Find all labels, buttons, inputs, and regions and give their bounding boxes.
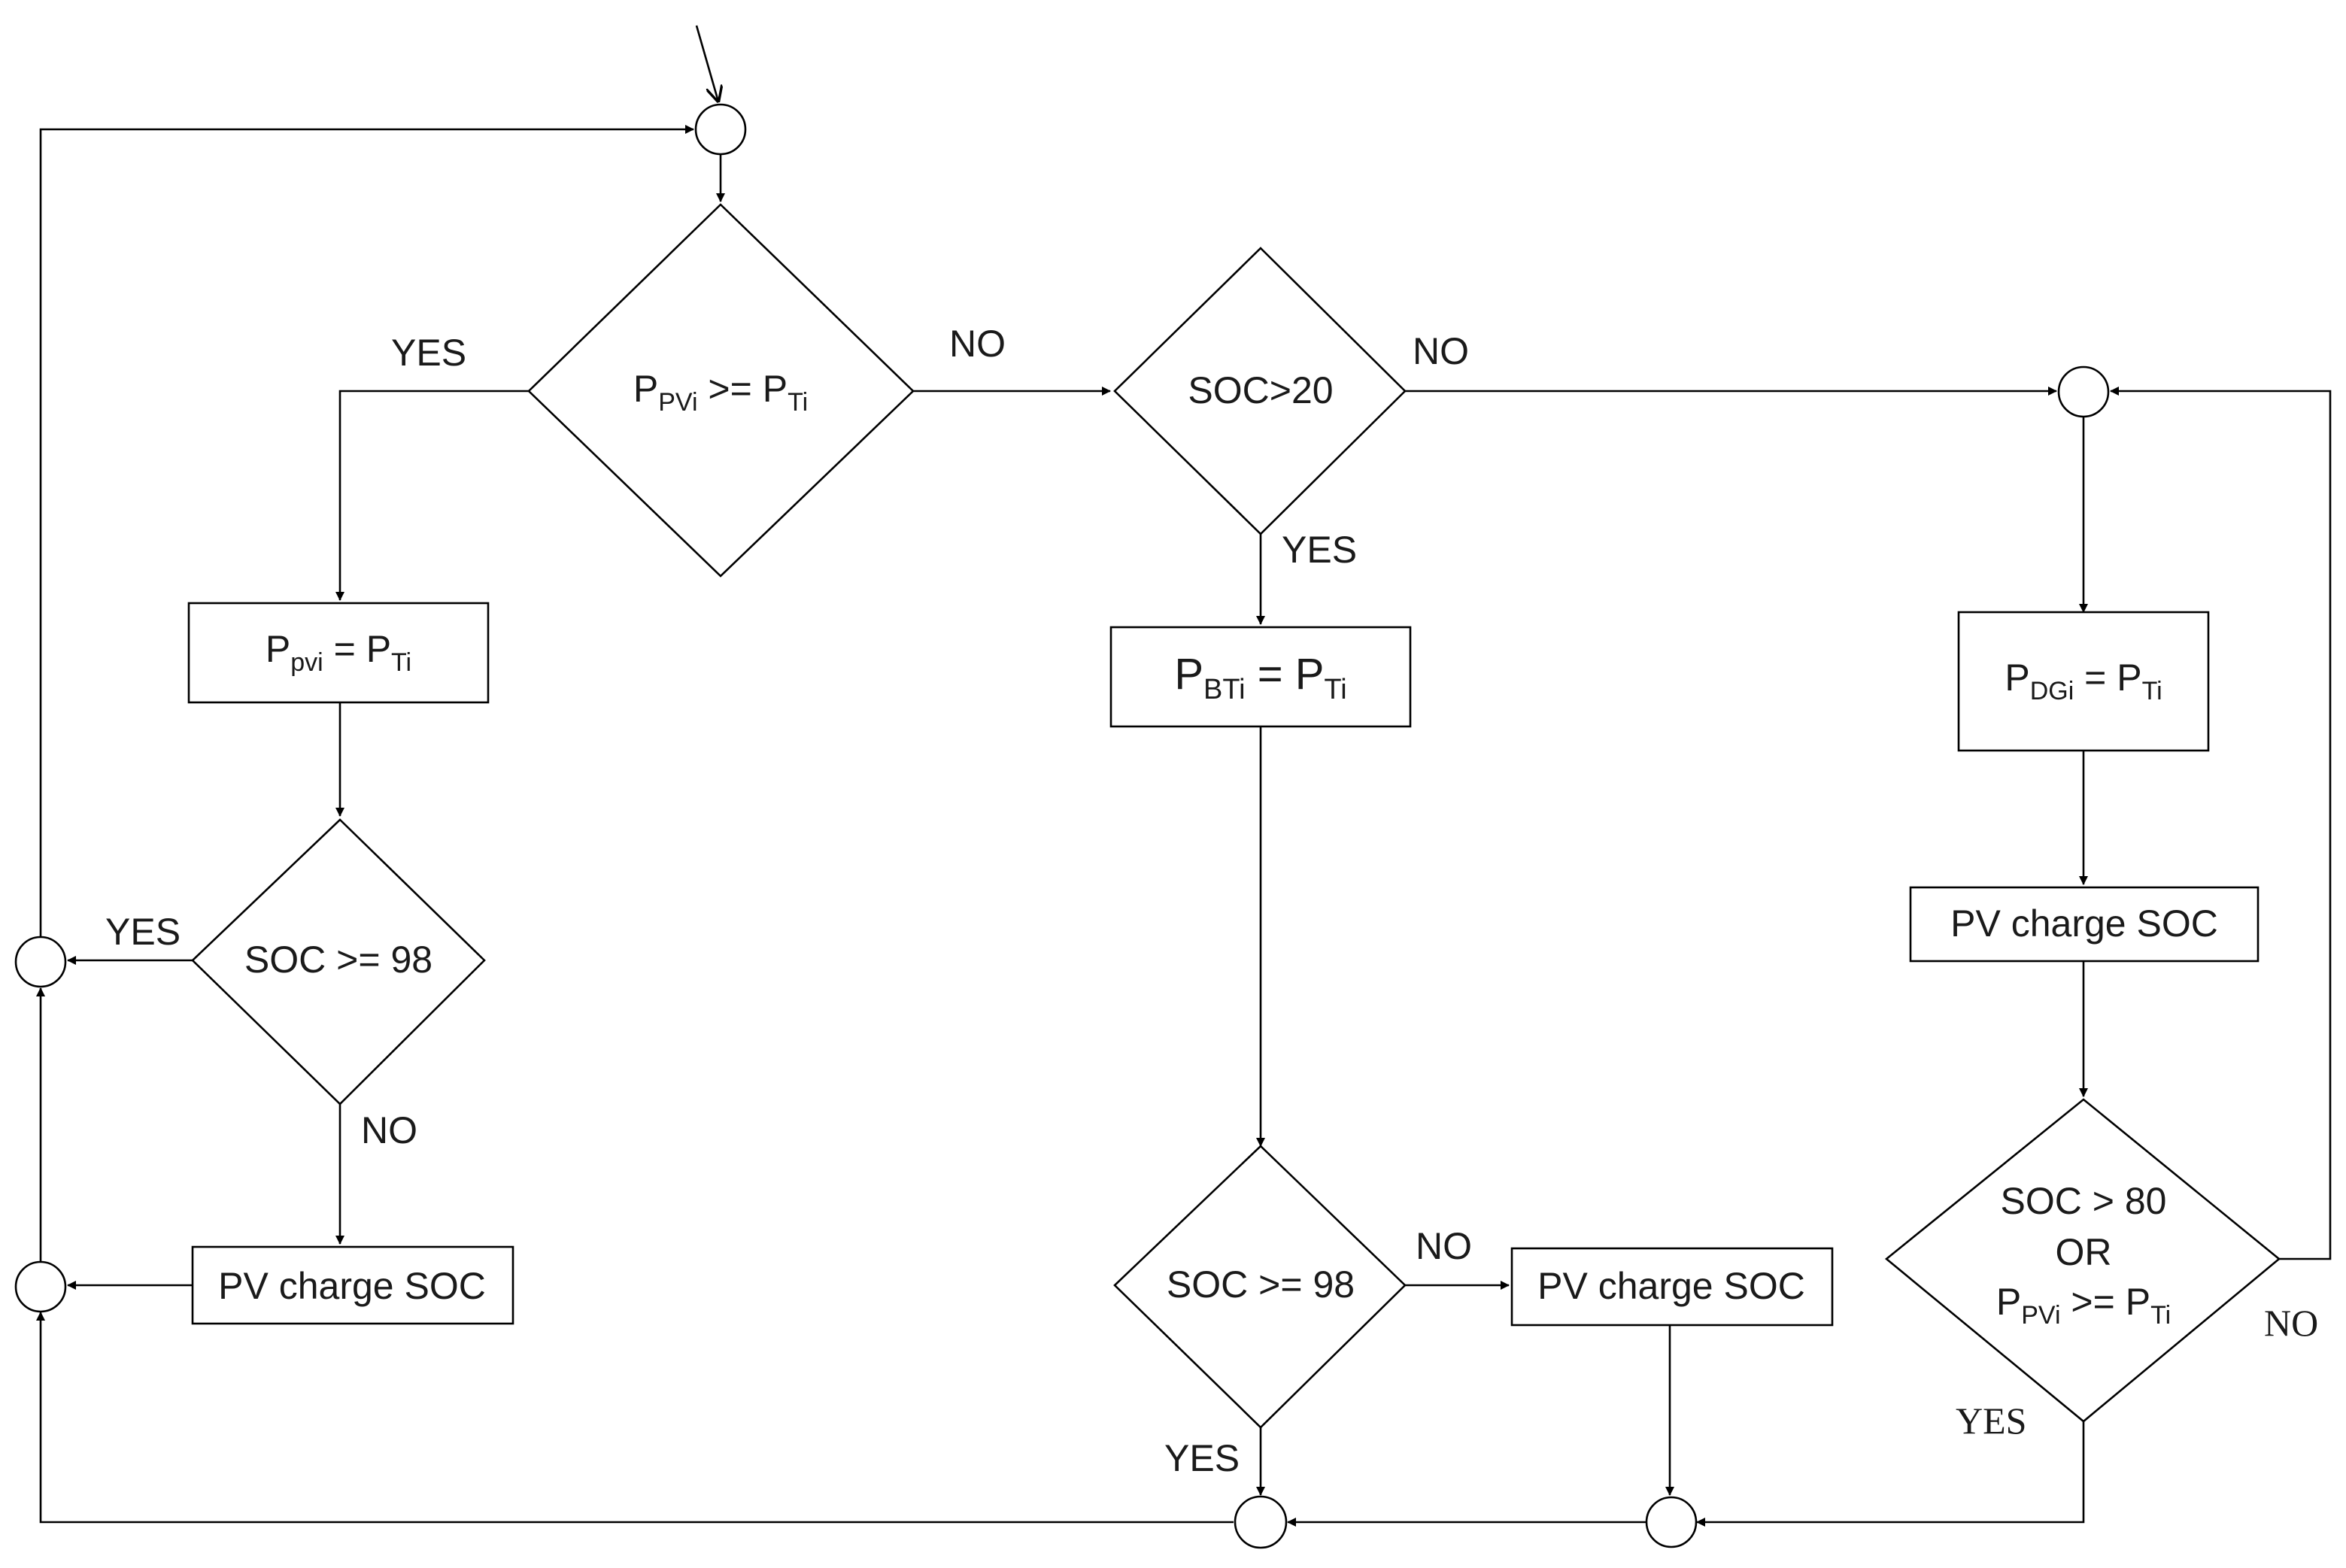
junction-left-lower [14, 1260, 67, 1313]
decision-soc98-left-label: SOC >= 98 [244, 939, 432, 981]
junction-bottom-middle [1234, 1495, 1288, 1549]
junction-right-top [2057, 365, 2110, 418]
junction-start [694, 103, 747, 156]
connectors [36, 25, 2332, 1527]
edge-left-loop-top [39, 125, 694, 936]
label-main-no: NO [949, 323, 1006, 365]
process-pv-charge-left-label: PV charge SOC [218, 1265, 486, 1307]
edge-labels: YES NO NO YES YES NO NO YES YES NO [105, 323, 2318, 1479]
edge-right-no [2110, 387, 2332, 1260]
process-pv-charge-mid: PV charge SOC [1510, 1247, 1834, 1327]
entry-arrow [695, 25, 718, 102]
label-right-no: NO [2264, 1302, 2318, 1344]
label-main-yes: YES [391, 332, 466, 374]
decision-right-line3: PPVi >= PTi [1996, 1281, 2171, 1330]
process-pv-charge-right-label: PV charge SOC [1950, 902, 2218, 945]
label-soc20-no: NO [1413, 330, 1469, 372]
edge-main-yes [335, 390, 529, 601]
process-pbti-label: PBTi = PTi [1174, 650, 1346, 705]
process-pv-charge-mid-label: PV charge SOC [1537, 1265, 1805, 1307]
decision-soc20-label: SOC>20 [1188, 369, 1333, 411]
edge-bottom-return [36, 1312, 1234, 1524]
decision-soc98-left: SOC >= 98 [191, 818, 486, 1105]
decision-right-line2: OR [2056, 1231, 2112, 1273]
decision-soc20: SOC>20 [1113, 247, 1407, 535]
decision-main-label: PPVi >= PTi [633, 368, 808, 417]
process-pv-charge-right: PV charge SOC [1909, 886, 2260, 963]
junction-left-upper [14, 936, 67, 988]
decision-main: PPVi >= PTi [527, 203, 915, 578]
process-pdgi-label: PDGi = PTi [2005, 657, 2162, 705]
process-pdgi: PDGi = PTi [1957, 611, 2210, 752]
process-ppvi: Ppvi = PTi [187, 602, 490, 704]
decision-soc98-mid: SOC >= 98 [1113, 1145, 1407, 1429]
label-right-yes: YES [1956, 1400, 2026, 1442]
label-left-no: NO [361, 1109, 417, 1151]
label-left-yes: YES [105, 911, 181, 953]
edge-right-yes [1696, 1421, 2085, 1527]
junction-bottom-right [1645, 1496, 1698, 1548]
process-pv-charge-left: PV charge SOC [191, 1245, 514, 1325]
label-mid-no: NO [1416, 1225, 1472, 1267]
process-ppvi-label: Ppvi = PTi [266, 628, 411, 677]
decision-soc98-mid-label: SOC >= 98 [1167, 1263, 1355, 1306]
process-pbti: PBTi = PTi [1109, 626, 1412, 728]
label-soc20-yes: YES [1282, 529, 1357, 571]
decision-right: SOC > 80 OR PPVi >= PTi [1884, 1098, 2281, 1423]
junctions [14, 103, 2110, 1549]
label-mid-yes: YES [1164, 1437, 1240, 1479]
decision-right-line1: SOC > 80 [2001, 1180, 2167, 1222]
